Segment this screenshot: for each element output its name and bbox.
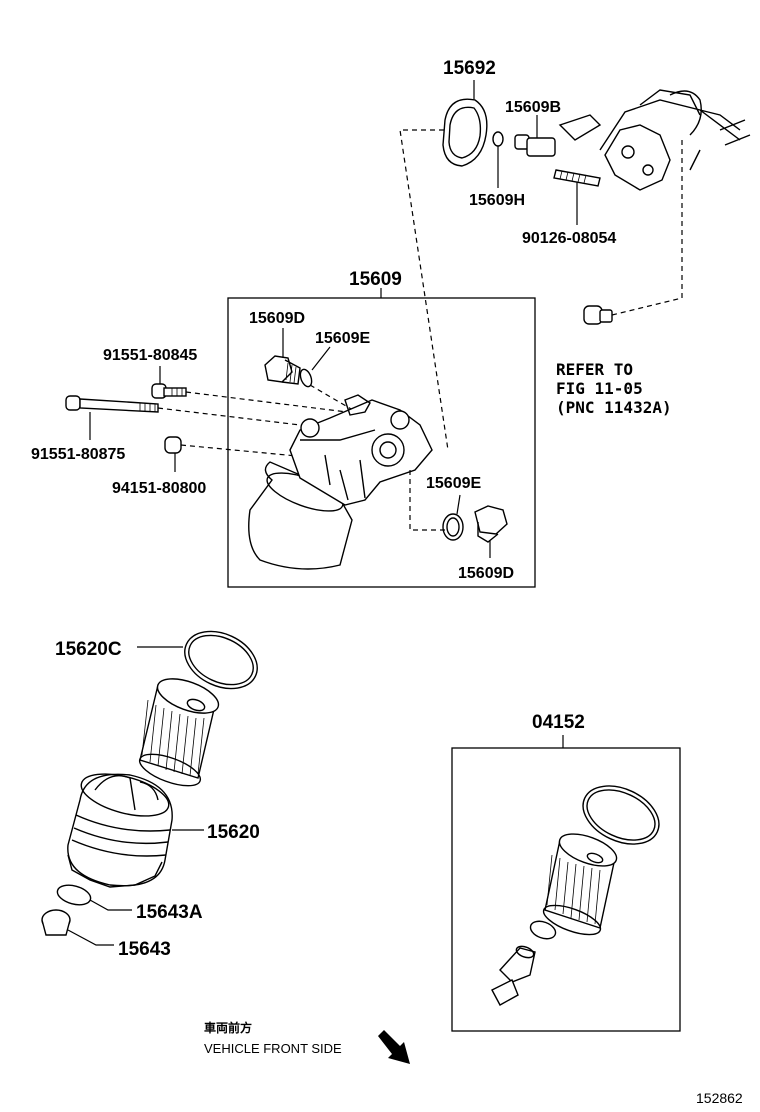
label-15609d-bottom: 15609D	[458, 565, 514, 582]
label-04152: 04152	[532, 712, 585, 733]
label-15620: 15620	[207, 822, 260, 843]
label-15609h: 15609H	[469, 192, 525, 209]
refer-line-2: FIG 11-05	[556, 379, 643, 398]
oring-15643a	[56, 884, 132, 911]
engine-housing-fragment	[558, 89, 751, 191]
vehicle-front-jp: 車両前方	[204, 1020, 252, 1035]
plug-94151-80800	[164, 436, 361, 472]
label-15609b: 15609B	[505, 99, 561, 116]
gasket-15692	[442, 80, 488, 167]
figure-code: 152862	[696, 1090, 743, 1106]
label-15609e-top: 15609E	[315, 330, 370, 347]
oring-15620c	[137, 630, 258, 690]
label-15609d-top: 15609D	[249, 310, 305, 327]
label-15609e-right: 15609E	[426, 475, 481, 492]
drain-plug-15643	[41, 909, 114, 946]
label-91551-80875: 91551-80875	[31, 446, 125, 463]
filter-kit-04152	[491, 785, 660, 1006]
label-91551-80845: 91551-80845	[103, 347, 197, 364]
plug-refer	[583, 305, 613, 325]
oring-15609h	[492, 131, 504, 188]
label-15620c: 15620C	[55, 639, 122, 660]
refer-line-1: REFER TO	[556, 360, 633, 379]
filter-bracket-body	[248, 394, 433, 570]
plug-15609d-top	[264, 328, 301, 385]
filter-element	[138, 678, 220, 787]
washer-15609e-right	[409, 470, 464, 541]
stud-90126-08054	[553, 169, 601, 225]
bolt-91551-80875	[65, 395, 301, 440]
pin-15609b	[514, 115, 556, 157]
refer-line-3: (PNC 11432A)	[556, 398, 672, 417]
front-arrow-icon	[378, 1030, 410, 1064]
label-15643a: 15643A	[136, 902, 203, 923]
label-15692: 15692	[443, 58, 496, 79]
label-90126-08054: 90126-08054	[522, 230, 616, 247]
vehicle-front-side: VEHICLE FRONT SIDE	[204, 1041, 342, 1056]
label-15643: 15643	[118, 939, 171, 960]
box-04152	[451, 747, 681, 1032]
label-94151-80800: 94151-80800	[112, 480, 206, 497]
label-15609: 15609	[349, 269, 402, 290]
plug-15609d-bottom	[474, 505, 508, 558]
filter-cap-15620	[67, 773, 204, 888]
